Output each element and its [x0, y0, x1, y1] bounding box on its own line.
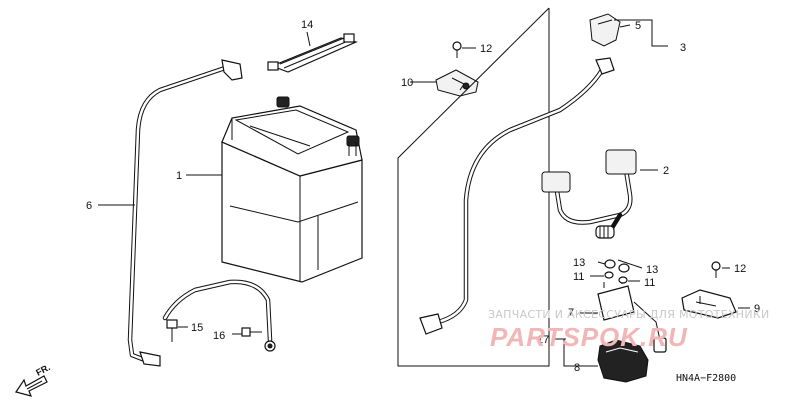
bolt-15 — [166, 319, 178, 342]
starter-relay-harness — [541, 149, 637, 239]
terminal-cover — [589, 13, 621, 47]
callout-12-top: 12 — [480, 43, 492, 55]
relay-rubber-holder — [597, 339, 649, 383]
nut-11-left — [604, 271, 614, 279]
front-direction-arrow-icon — [15, 375, 48, 397]
callout-13-left: 13 — [573, 257, 585, 269]
callout-10: 10 — [401, 77, 413, 89]
callout-11-left: 11 — [573, 271, 584, 283]
bolt-12-right — [711, 261, 721, 278]
callout-9: 9 — [754, 303, 760, 315]
callout-2: 2 — [663, 165, 669, 177]
callout-1: 1 — [176, 170, 182, 182]
battery — [221, 96, 363, 283]
callout-14: 14 — [301, 19, 313, 31]
bolt-16 — [241, 327, 262, 337]
watermark-subtitle: ЗАПЧАСТИ И АКСЕССУАРЫ ДЛЯ МОТОТЕХНИКИ — [488, 308, 770, 321]
nut-13-right — [618, 263, 630, 273]
callout-17: 17 — [537, 334, 549, 346]
bolt-12-top — [452, 41, 462, 58]
callout-6: 6 — [86, 200, 92, 212]
leader-lines — [98, 19, 750, 367]
relay-bracket — [681, 289, 737, 319]
callout-11-right: 11 — [644, 277, 655, 289]
callout-7: 7 — [568, 307, 574, 319]
watermark-title: PARTSPOK.RU — [490, 322, 688, 352]
battery-hold-bar — [127, 59, 243, 367]
callout-16: 16 — [213, 330, 225, 342]
callout-15: 15 — [191, 322, 203, 334]
front-direction-label: FR. — [34, 362, 51, 378]
callout-8: 8 — [574, 362, 580, 374]
starter-relay — [597, 278, 667, 353]
callout-5: 5 — [635, 20, 641, 32]
battery-strap — [267, 33, 358, 73]
battery-bracket — [435, 69, 479, 97]
starter-cable — [419, 57, 615, 335]
diagram-code: HN4A−F2800 — [676, 373, 736, 384]
callout-13-right: 13 — [646, 264, 658, 276]
callout-3: 3 — [680, 42, 686, 54]
nut-11-right — [618, 276, 628, 284]
cable-assembly-bracket-line — [397, 7, 550, 367]
nut-13-left — [604, 259, 616, 269]
callout-12-right: 12 — [734, 263, 746, 275]
battery-negative-cable — [162, 279, 276, 352]
